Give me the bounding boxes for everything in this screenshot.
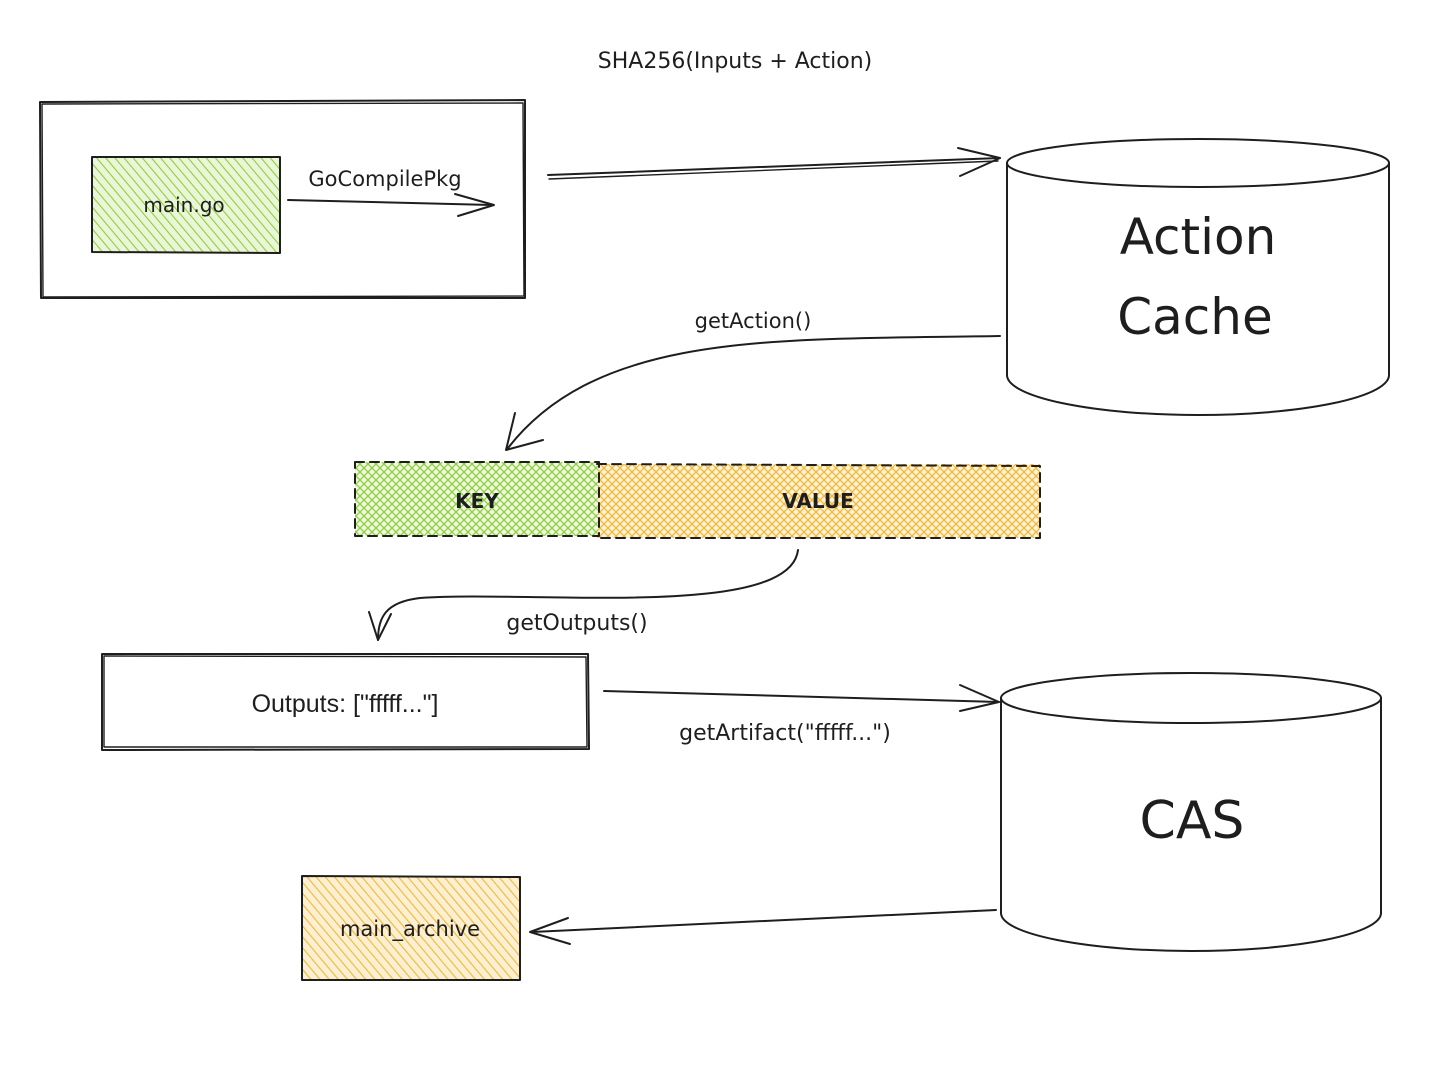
key-value-record: KEY VALUE <box>354 461 1041 539</box>
action-cache-cylinder: Action Cache <box>1006 138 1390 416</box>
get-outputs-arrow <box>368 549 799 641</box>
diagram-title: SHA256(Inputs + Action) <box>598 49 872 74</box>
main-go-file: main.go <box>91 156 281 254</box>
hash-to-action-cache-arrow <box>547 147 1001 180</box>
outputs-label: Outputs: ["fffff..."] <box>252 690 439 718</box>
get-artifact-arrow <box>603 684 1000 712</box>
cas-label: CAS <box>1140 791 1245 851</box>
get-outputs-label: getOutputs() <box>506 611 647 636</box>
main-archive-file: main_archive <box>301 875 521 981</box>
value-label: VALUE <box>782 489 854 513</box>
main-archive-label: main_archive <box>340 917 480 942</box>
compile-arrow <box>287 193 495 217</box>
cas-to-archive-arrow <box>529 909 997 945</box>
outputs-box: Outputs: ["fffff..."] <box>101 653 590 751</box>
action-cache-label-line2: Cache <box>1117 288 1273 346</box>
action-cache-label-line1: Action <box>1120 208 1277 266</box>
main-go-label: main.go <box>143 193 224 217</box>
get-action-label: getAction() <box>695 309 812 333</box>
cas-cylinder: CAS <box>1000 672 1382 952</box>
source-container-box <box>39 99 526 299</box>
get-action-arrow <box>505 335 1001 451</box>
get-artifact-label: getArtifact("fffff...") <box>679 721 891 746</box>
key-label: KEY <box>455 489 499 513</box>
go-compile-pkg-label: GoCompilePkg <box>308 167 461 191</box>
